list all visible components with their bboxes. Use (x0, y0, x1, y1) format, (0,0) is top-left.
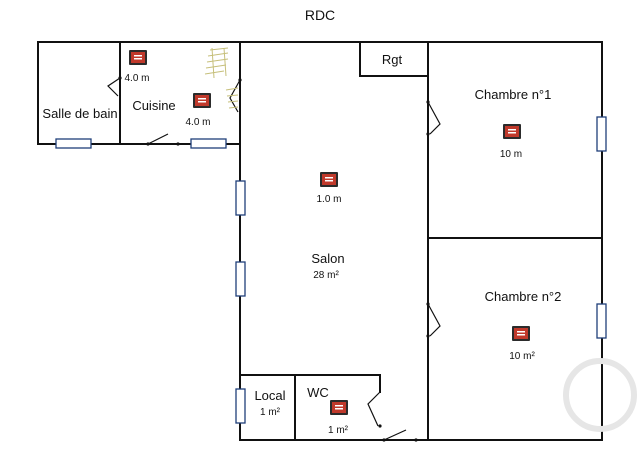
room-name: Salon (311, 251, 344, 266)
window-chambre-1 (596, 116, 607, 152)
room-area: 1 m² (260, 407, 281, 418)
radiator-icon (129, 50, 147, 65)
radiator-icon (193, 93, 211, 108)
radiator-icon (512, 326, 530, 341)
room-area: 10 m (500, 149, 522, 160)
room-name: Salle de bain (42, 106, 117, 121)
room-salle-de-bain: Salle de bain (42, 106, 117, 121)
room-chambre-2: Chambre n°2 10 m² (485, 289, 562, 362)
window-salle-de-bain (55, 138, 92, 149)
room-chambre-1: Chambre n°1 10 m (475, 87, 552, 160)
radiator-icon (503, 124, 521, 139)
room-area: 1 m² (328, 425, 349, 436)
walls (37, 41, 603, 441)
windows (55, 116, 607, 424)
radiator-icon (330, 400, 348, 415)
room-name: Chambre n°1 (475, 87, 552, 102)
window-salon-lower (235, 261, 246, 297)
watermark-logo (563, 358, 637, 432)
room-area: 4.0 m (124, 73, 149, 84)
stairs (204, 47, 239, 109)
room-cuisine: 4.0 m Cuisine 4.0 m (124, 73, 210, 128)
door-wc (367, 391, 381, 427)
room-height: 4.0 m (185, 117, 210, 128)
window-salon-upper (235, 180, 246, 216)
door-chambre-2 (427, 303, 441, 337)
radiator-icon (320, 172, 338, 187)
room-height: 1.0 m (316, 194, 341, 205)
door-entree (383, 429, 407, 441)
room-area: 10 m² (509, 351, 535, 362)
room-area: 28 m² (313, 270, 339, 281)
room-wc: WC 1 m² (307, 385, 349, 436)
door-chambre-1 (427, 101, 441, 135)
room-name: Rgt (382, 52, 403, 67)
room-rgt: Rgt (382, 52, 403, 67)
door-salle-de-bain (107, 77, 121, 97)
room-name: WC (307, 385, 329, 400)
plan-title: RDC (305, 7, 335, 23)
room-name: Cuisine (132, 98, 175, 113)
window-chambre-2 (596, 303, 607, 339)
doors (107, 76, 441, 442)
room-salon: 1.0 m Salon 28 m² (311, 194, 344, 281)
window-local (235, 388, 246, 424)
window-cuisine (190, 138, 227, 149)
room-name: Chambre n°2 (485, 289, 562, 304)
room-name: Local (254, 388, 285, 403)
room-local: Local 1 m² (254, 388, 285, 418)
door-cuisine (147, 133, 169, 145)
